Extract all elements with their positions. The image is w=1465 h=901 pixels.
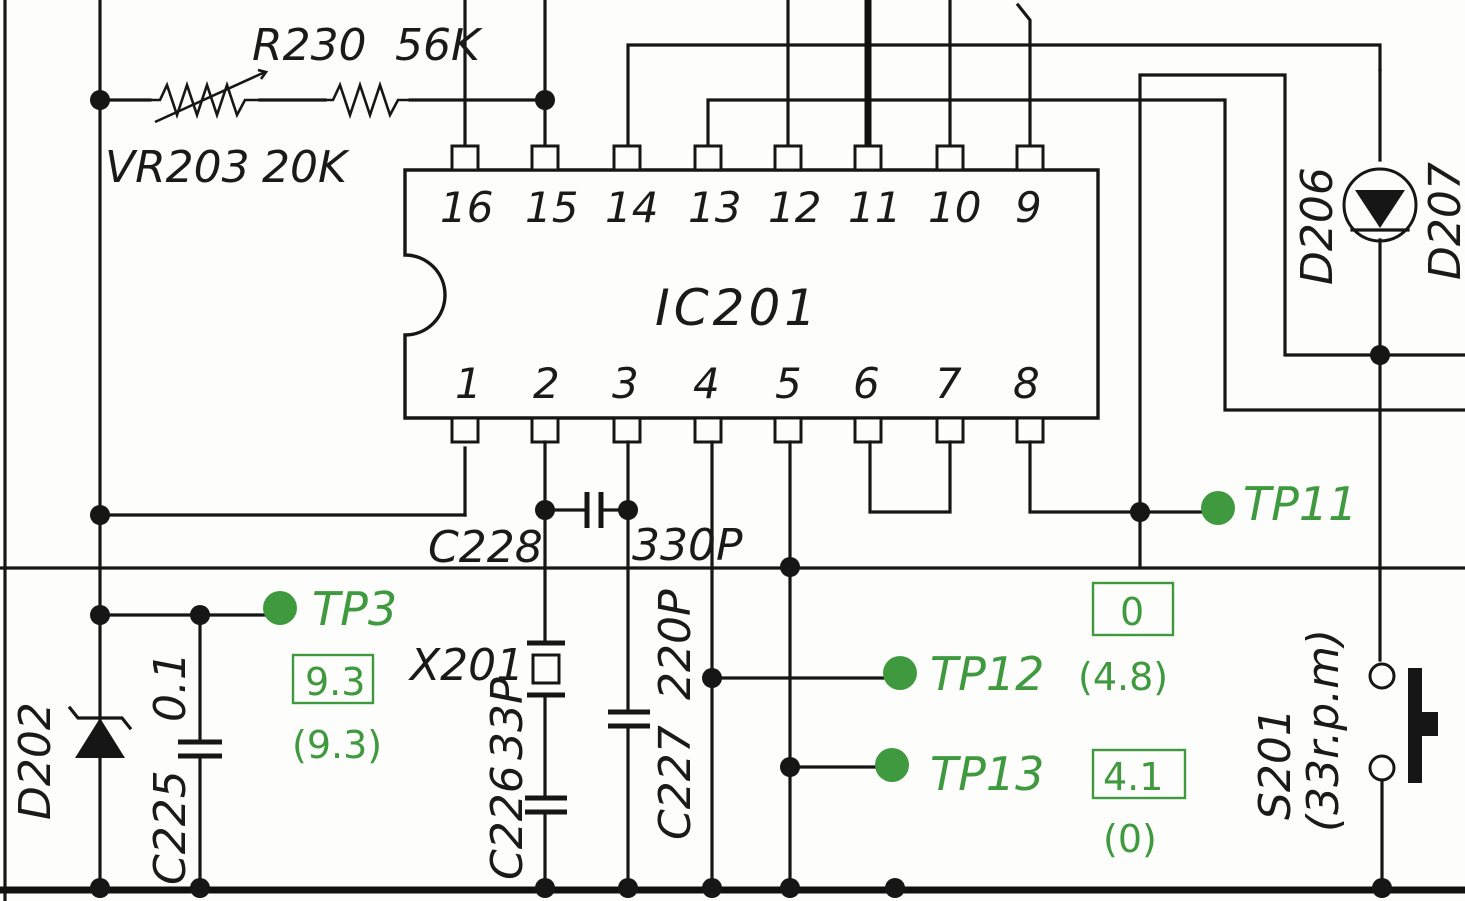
s201-note: (33r.p.m) [1298,629,1349,832]
pin-number-10: 10 [928,183,981,232]
pin-number-2: 2 [533,359,560,408]
c227-capacitor [608,709,650,892]
d207-label: D207 [1420,162,1465,280]
ic-top-pins [450,144,1045,172]
r230-label: R230 [252,20,367,71]
c227-value: 220P [650,589,701,700]
c226-label: C226 [482,765,533,880]
c225-label: C225 [145,770,196,885]
pin-number-1: 1 [455,359,482,408]
tp11-label: TP11 [1243,477,1357,531]
c225-value: 0.1 [145,652,196,722]
d206-label: D206 [1292,167,1343,285]
bottom-pin-wires [543,440,1217,892]
top-pin-wires [626,0,1465,567]
pin-number-12: 12 [768,183,821,232]
test-point-dots [263,491,1235,782]
pin-number-15: 15 [525,183,578,232]
c225-capacitor [178,613,222,892]
tp11-dot [1201,491,1235,525]
pin-number-7: 7 [935,359,962,408]
pin-number-9: 9 [1015,183,1042,232]
c228-label: C228 [428,522,543,573]
pin-number-6: 6 [853,359,880,408]
pin-number-13: 13 [688,183,741,232]
d206-d207-diodes [1342,68,1418,662]
c228-capacitor [584,492,604,528]
pin-number-4: 4 [693,359,720,408]
tp3-dot [263,591,297,625]
tp12-dot [883,656,917,690]
tp3-voltage: 9.3 [305,660,365,704]
c226-capacitor [525,795,567,892]
pin-number-8: 8 [1013,359,1040,408]
tp3-voltage-alt: (9.3) [292,723,382,767]
ic-bottom-pin-numbers: 1 2 3 4 5 6 7 8 [455,359,1040,408]
s201-label: S201 [1250,708,1301,820]
tp13-dot [875,748,909,782]
r230-value: 56K [395,20,483,71]
pin-number-16: 16 [440,183,493,232]
vr203-r230 [150,0,547,150]
voltage-boxes [291,581,1187,800]
ic-package [403,168,1100,420]
pin-number-11: 11 [848,183,901,232]
s201-switch [1368,662,1438,892]
pin-number-3: 3 [612,359,639,408]
tp13-voltage-alt: (0) [1103,817,1157,861]
pin-number-5: 5 [775,359,802,408]
ic-label: IC201 [655,279,820,337]
ic-bottom-pins [450,416,1045,444]
pin-number-14: 14 [605,183,658,232]
d202-diode [67,705,133,758]
tp13-voltage: 4.1 [1103,755,1163,799]
tp13-label: TP13 [930,747,1044,801]
c226-value: 33P [482,677,533,760]
tp12-label: TP12 [930,647,1044,701]
vr203-value: 20K [262,142,350,193]
d202-label: D202 [10,702,61,820]
tp12-voltage-alt: (4.8) [1078,655,1168,699]
x201-label: X201 [408,640,524,691]
tp12-voltage: 0 [1120,590,1144,634]
c228-value: 330P [632,520,743,571]
c227-label: C227 [650,725,701,840]
ic-top-pin-numbers: 16 15 14 13 12 11 10 9 [440,183,1042,232]
tp3-label: TP3 [312,582,397,636]
junction-dots [90,90,1392,898]
left-bus-wires [98,0,467,892]
x201-crystal [527,640,565,797]
vr203-label: VR203 [105,142,250,193]
